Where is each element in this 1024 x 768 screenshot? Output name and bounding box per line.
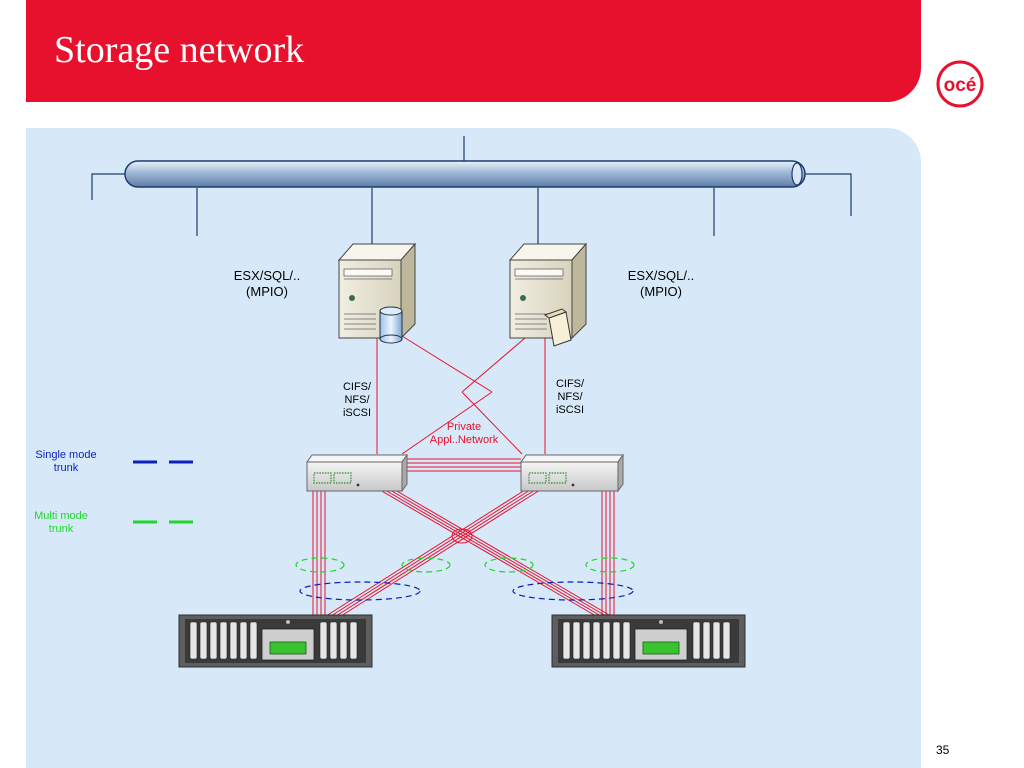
private-network-line1: Private [446, 421, 482, 433]
legend-multi-mode-line1: Multi mode [34, 510, 88, 522]
legend-single-mode-line1: Single mode [35, 449, 97, 461]
protocol-line: NFS/ [557, 391, 583, 403]
private-network-label: Private Appl..Network [424, 421, 504, 447]
multi-mode-trunk-rings [295, 557, 635, 573]
database-icon [379, 306, 403, 344]
content-panel: ESX/SQL/.. (MPIO) ESX/SQL/.. (MPIO) CIFS… [26, 128, 921, 768]
header-bar: Storage network [26, 0, 921, 102]
page-number: 35 [936, 743, 950, 757]
protocol-line: NFS/ [344, 394, 370, 406]
server-2-label: ESX/SQL/.. (MPIO) [616, 268, 706, 300]
storage-array-2 [551, 614, 746, 668]
server-2-protocol: CIFS/ NFS/ iSCSI [545, 378, 595, 417]
switch-1 [306, 453, 408, 493]
storage-network-diagram [91, 136, 852, 668]
single-mode-trunk-rings [299, 581, 634, 601]
server-1-label-line2: (MPIO) [246, 284, 288, 299]
private-network-line2: Appl..Network [429, 434, 499, 446]
oce-logo-icon: océ [936, 60, 984, 108]
logo-text: océ [944, 75, 977, 96]
server-2-label-line1: ESX/SQL/.. [627, 268, 695, 283]
protocol-line: CIFS/ [342, 381, 372, 393]
folder-icon [543, 308, 572, 347]
server-1 [337, 242, 417, 344]
switch-2 [520, 453, 624, 493]
legend-single-mode-line2: trunk [53, 462, 79, 474]
server-2-label-line2: (MPIO) [640, 284, 682, 299]
server-switch-links [376, 335, 546, 472]
backbone-drops [91, 136, 852, 248]
protocol-line: iSCSI [342, 407, 372, 419]
page-title: Storage network [54, 29, 305, 71]
protocol-line: CIFS/ [555, 378, 585, 390]
legend-multi-mode-label: Multi mode trunk [21, 510, 101, 536]
protocol-line: iSCSI [555, 404, 585, 416]
server-2 [508, 242, 588, 347]
network-backbone [124, 160, 806, 188]
server-1-protocol: CIFS/ NFS/ iSCSI [332, 381, 382, 420]
switch-storage-links [312, 489, 615, 617]
legend-single-mode-label: Single mode trunk [26, 449, 106, 475]
server-1-label: ESX/SQL/.. (MPIO) [222, 268, 312, 300]
server-1-label-line1: ESX/SQL/.. [233, 268, 301, 283]
legend-multi-mode-line2: trunk [48, 523, 74, 535]
storage-array-1 [178, 614, 373, 668]
